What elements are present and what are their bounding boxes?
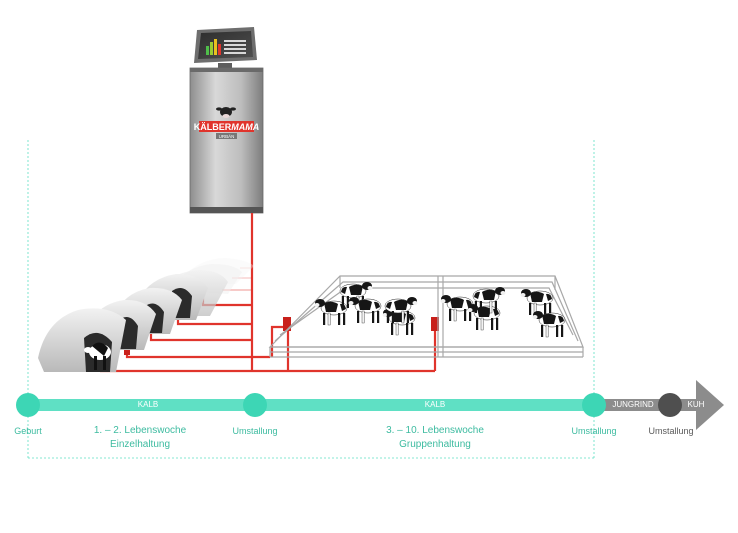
band-label-kalb-1: KALB xyxy=(137,400,159,409)
calf-8 xyxy=(472,287,506,314)
sub-badge: URBÁN xyxy=(219,133,235,139)
group-pen xyxy=(268,275,584,358)
milestone-umstallung-2 xyxy=(582,393,606,417)
phase2-housing: Gruppenhaltung xyxy=(399,439,471,450)
point-label-umstallung-1: Umstallung xyxy=(232,426,278,436)
calf-5 xyxy=(384,297,418,324)
calf-3 xyxy=(348,297,382,324)
timeline-band xyxy=(16,380,724,430)
phase1-weeks: 1. – 2. Lebenswoche xyxy=(93,425,187,436)
bar-chart-icon xyxy=(206,39,246,55)
phase2-weeks: 3. – 10. Lebenswoche xyxy=(386,425,484,436)
group-calves xyxy=(314,282,566,338)
calf-2 xyxy=(339,282,373,309)
kaelbermama-logo: KÄLBERMAMA URBÁN xyxy=(194,107,260,139)
point-label-geburt: Geburt xyxy=(14,426,42,436)
feeder-cabinet: KÄLBERMAMA URBÁN xyxy=(189,67,264,214)
band-label-kalb-2: KALB xyxy=(424,400,446,409)
point-label-umstallung-3: Umstallung xyxy=(648,426,694,436)
calf-9 xyxy=(520,289,554,316)
calf-6 xyxy=(440,295,474,322)
monitor xyxy=(194,27,257,69)
brand-line1: KÄLBER xyxy=(194,122,232,132)
svg-text:KÄLBERMAMA: KÄLBERMAMA xyxy=(194,122,260,132)
calf-igloos xyxy=(38,258,254,372)
band-label-kuh: KUH xyxy=(687,400,705,409)
calf-in-igloo xyxy=(84,342,111,370)
calf-10 xyxy=(532,311,566,338)
milestone-umstallung-1 xyxy=(243,393,267,417)
milestone-umstallung-3 xyxy=(658,393,682,417)
point-label-umstallung-2: Umstallung xyxy=(571,426,617,436)
milestone-geburt xyxy=(16,393,40,417)
brand-line2: MAMA xyxy=(231,122,259,132)
phase1-housing: Einzelhaltung xyxy=(109,439,171,450)
band-label-jungrind: JUNGRIND xyxy=(612,400,654,409)
